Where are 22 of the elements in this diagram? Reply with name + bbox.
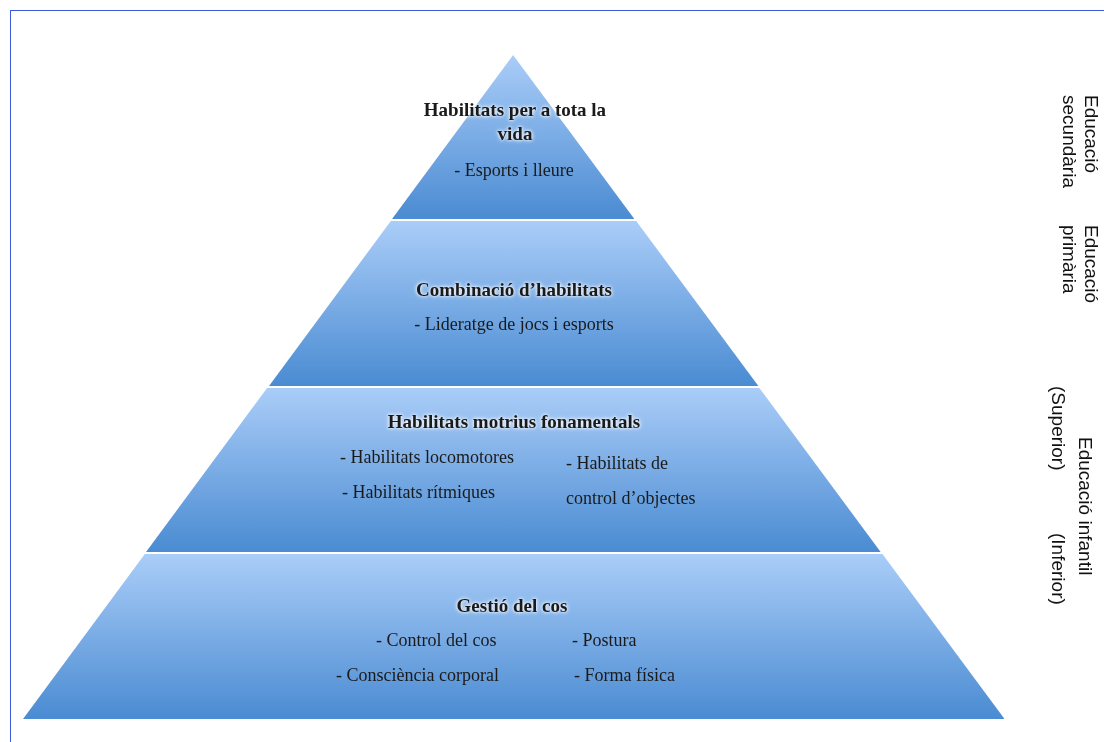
list-item: - Control del cos [376,629,497,652]
pyramid-level [146,388,881,552]
list-item: - Habilitats de control d’objectes [566,452,697,511]
level-heading: Combinació d’habilitats [415,278,613,302]
level-heading: Habilitats per a tota la vida [422,98,608,146]
list-item: - Lideratge de jocs i esports [413,313,615,336]
stage-label: Educació primària [1058,225,1102,306]
stage-label: (Superior) [1047,386,1069,473]
list-item: - Habilitats locomotores [340,446,514,469]
list-item: - Consciència corporal [336,664,499,687]
stage-label: Educació secundària [1058,95,1102,190]
stage-label: Educació infantil [1074,437,1096,578]
list-item: - Postura [572,629,637,652]
list-item: - Habilitats rítmiques [342,481,495,504]
pyramid-level [391,55,635,219]
list-item: - Esports i lleure [453,159,575,182]
level-heading: Gestió del cos [455,594,569,618]
list-item: - Forma física [574,664,675,687]
stage-label: (Inferior) [1047,533,1069,607]
level-heading: Habilitats motrius fonamentals [386,410,642,434]
pyramid-level [268,221,758,386]
pyramid-level [22,554,1005,719]
